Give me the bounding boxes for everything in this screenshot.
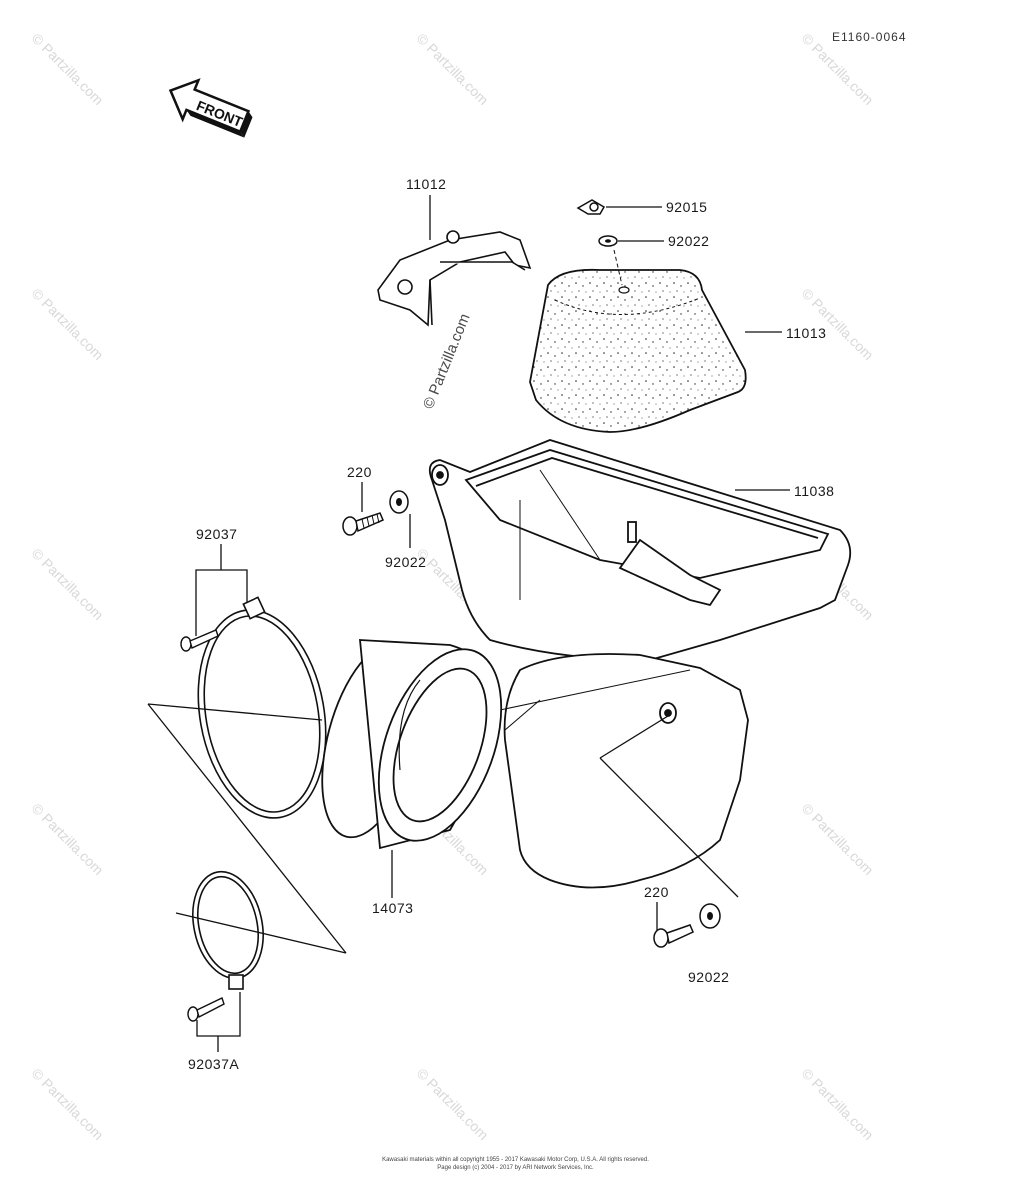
part-label-92022-top: 92022 bbox=[668, 233, 710, 249]
air-cleaner-case-11038 bbox=[428, 439, 852, 661]
part-label-11013: 11013 bbox=[786, 325, 827, 341]
front-arrow-icon: FRONT bbox=[168, 78, 253, 138]
bolt-220-left bbox=[342, 512, 384, 536]
clamp-band-92037A bbox=[192, 870, 264, 990]
copyright-line-2: Page design (c) 2004 - 2017 by ARI Netwo… bbox=[437, 1165, 594, 1171]
part-label-14073: 14073 bbox=[372, 900, 414, 916]
bolt-220-right bbox=[653, 924, 694, 948]
air-filter-element-11013 bbox=[529, 268, 747, 433]
wing-nut-92015 bbox=[576, 199, 606, 215]
clamp-band-92037 bbox=[197, 596, 327, 819]
part-label-92022-right: 92022 bbox=[688, 969, 730, 985]
part-label-11038: 11038 bbox=[794, 483, 835, 499]
screw-92037A bbox=[187, 997, 225, 1022]
air-cleaner-cover bbox=[499, 653, 749, 889]
reference-code: E1160-0064 bbox=[832, 30, 907, 44]
part-label-92022-left: 92022 bbox=[385, 554, 427, 570]
copyright-line-1: Kawasaki materials within all copyright … bbox=[382, 1157, 649, 1163]
intake-duct-14073 bbox=[321, 639, 503, 850]
screw-92037 bbox=[180, 629, 219, 652]
part-label-92015: 92015 bbox=[666, 199, 708, 215]
part-label-11012: 11012 bbox=[406, 176, 447, 192]
part-label-220-left: 220 bbox=[347, 464, 372, 480]
part-label-92037: 92037 bbox=[196, 526, 238, 542]
part-label-220-right: 220 bbox=[644, 884, 669, 900]
bracket-11012 bbox=[377, 230, 532, 327]
part-label-92037A: 92037A bbox=[188, 1056, 240, 1072]
